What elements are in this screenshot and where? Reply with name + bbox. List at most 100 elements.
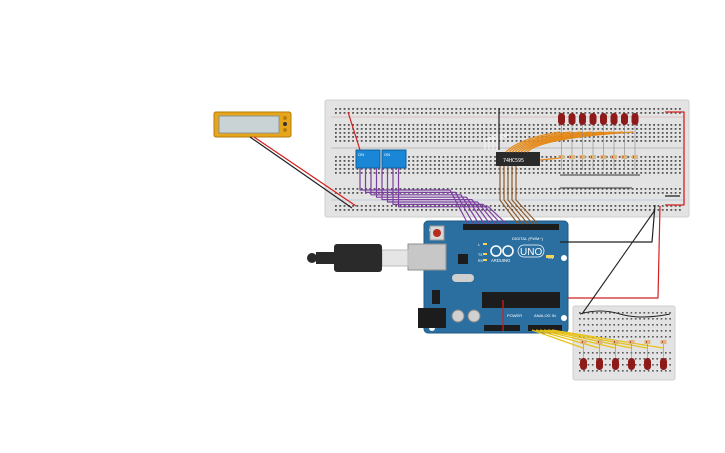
wire-switch-to-pin[interactable] — [392, 168, 502, 225]
wire-switch-to-pin[interactable] — [364, 168, 475, 225]
wire-small-rail[interactable] — [579, 310, 671, 318]
dip-switch-2[interactable]: ON — [381, 149, 407, 169]
wire-chip-to-pin[interactable] — [499, 166, 519, 225]
small-breadboard[interactable] — [572, 305, 676, 381]
breadboard-hole — [613, 370, 615, 372]
led-icon[interactable] — [610, 113, 618, 125]
breadboard-hole — [395, 112, 397, 114]
wire-chip-to-led[interactable] — [508, 131, 571, 153]
breadboard-hole — [451, 140, 453, 142]
resistor-icon — [580, 340, 587, 344]
wire-white[interactable] — [484, 133, 499, 150]
breadboard-hole — [421, 172, 423, 174]
dip-switch-1[interactable]: ON — [355, 149, 381, 169]
led-icon[interactable] — [660, 358, 667, 370]
wire-analog-to-led[interactable] — [543, 329, 632, 349]
breadboard-hole — [593, 128, 595, 130]
wire-analog-to-led[interactable] — [551, 329, 664, 349]
wire-chip-to-led[interactable] — [511, 131, 582, 153]
breadboard-hole — [545, 205, 548, 207]
led-icon[interactable] — [580, 358, 587, 370]
wire-chip-orange[interactable] — [539, 157, 561, 161]
led-icon[interactable] — [579, 113, 586, 125]
wire-chip-to-led[interactable] — [520, 131, 613, 153]
wire-chip-to-led[interactable] — [526, 131, 634, 153]
breadboard-hole — [545, 160, 548, 162]
wire-chip-to-pin[interactable] — [503, 166, 524, 225]
breadboard-hole — [476, 108, 479, 110]
digital-header[interactable] — [463, 224, 559, 230]
breadboard-hole — [640, 172, 643, 174]
wire-chip-to-led[interactable] — [505, 131, 561, 153]
breadboard-hole — [571, 140, 574, 142]
wire-switch-to-pin[interactable] — [375, 168, 485, 225]
led-icon[interactable] — [628, 358, 635, 370]
breadboard-hole — [665, 312, 667, 314]
breadboard-hole — [360, 172, 363, 174]
wire-analog-to-led[interactable] — [531, 329, 584, 349]
wire-analog-to-led[interactable] — [539, 329, 616, 349]
breadboard-hole — [588, 124, 591, 126]
wire-switch-to-pin[interactable] — [370, 168, 480, 225]
wire-chip-to-pin[interactable] — [511, 166, 534, 225]
breadboard-hole — [575, 128, 578, 130]
wire-white[interactable] — [496, 133, 511, 150]
wire-white[interactable] — [492, 133, 507, 150]
breadboard-hole — [416, 160, 419, 162]
led-icon[interactable] — [589, 113, 597, 125]
wire-analog-to-led[interactable] — [547, 329, 648, 349]
wire-arduino-ground[interactable] — [560, 204, 656, 243]
power-header[interactable] — [484, 325, 520, 331]
wire-rail-power[interactable] — [347, 111, 361, 151]
wire-small-board-ground[interactable] — [581, 209, 656, 315]
wire-lcd-ground[interactable] — [249, 136, 353, 209]
resistor-icon — [579, 155, 586, 159]
shift-register-chip[interactable]: 74HC595 — [496, 152, 540, 166]
wire-chip-to-led[interactable] — [514, 131, 592, 153]
led-icon[interactable] — [612, 358, 619, 370]
wire-lcd-power[interactable] — [253, 136, 357, 207]
usb-cable[interactable] — [307, 244, 409, 272]
wire-right-power[interactable] — [665, 111, 685, 206]
usb-port[interactable] — [407, 243, 447, 271]
wire-chip-to-pin[interactable] — [507, 166, 529, 225]
breadboard-hole — [631, 108, 634, 110]
analog-header[interactable] — [528, 325, 562, 331]
breadboard-hole — [666, 164, 668, 166]
breadboard-hole — [674, 168, 677, 170]
breadboard-hole — [433, 172, 436, 174]
breadboard-hole — [652, 352, 654, 354]
wire-white[interactable] — [488, 133, 503, 150]
wire-switch-to-pin[interactable] — [386, 168, 496, 225]
wire-chip-to-pin[interactable] — [515, 166, 539, 225]
led-icon[interactable] — [568, 113, 576, 125]
wire-analog-to-led[interactable] — [535, 329, 600, 349]
breadboard-hole — [643, 324, 646, 326]
wire-chip-to-led[interactable] — [517, 131, 603, 153]
led-icon[interactable] — [644, 358, 651, 370]
breadboard-hole — [541, 188, 544, 190]
breadboard-hole — [335, 205, 337, 207]
wire-arduino-power[interactable] — [568, 205, 661, 299]
breadboard-hole — [571, 160, 574, 162]
led-icon[interactable] — [600, 113, 607, 125]
led-icon[interactable] — [596, 358, 603, 370]
breadboard-hole — [472, 205, 475, 207]
breadboard-hole — [580, 112, 582, 114]
breadboard-hole — [339, 132, 342, 134]
led-icon[interactable] — [558, 113, 565, 125]
led-icon[interactable] — [631, 113, 639, 125]
led-icon[interactable] — [621, 113, 628, 125]
breadboard-hole — [588, 112, 591, 114]
breadboard-hole — [537, 188, 539, 190]
breadboard-hole — [425, 172, 428, 174]
arduino-uno-board[interactable]: ARDUINO UNO DIGITAL (PWM~) POWER ANALOG … — [407, 220, 569, 334]
lcd-module[interactable] — [213, 111, 292, 138]
wire-switch-to-pin[interactable] — [397, 168, 507, 225]
breadboard-hole — [416, 108, 419, 110]
wire-chip-to-led[interactable] — [523, 131, 624, 153]
breadboard-hole — [562, 164, 565, 166]
power-jack[interactable] — [418, 308, 446, 328]
breadboard-hole — [442, 164, 445, 166]
wire-switch-to-pin[interactable] — [381, 168, 491, 225]
